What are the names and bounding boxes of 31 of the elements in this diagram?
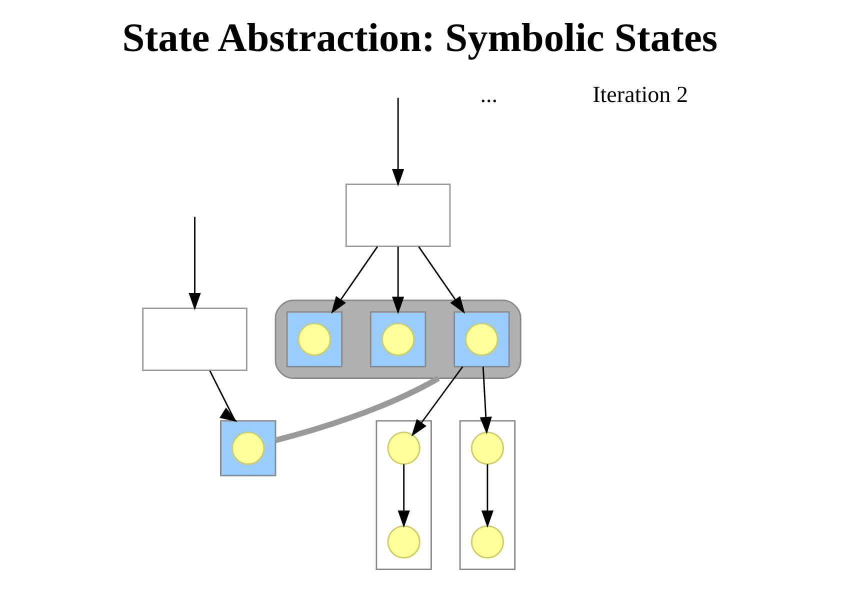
arrow	[330, 246, 378, 314]
node-circle	[386, 525, 420, 558]
label: Iteration 2	[592, 80, 688, 107]
arrow	[480, 464, 494, 528]
node-box	[344, 184, 450, 248]
arrow	[392, 246, 404, 314]
label: ...	[480, 80, 498, 107]
node-circle	[470, 525, 504, 558]
node-circle	[470, 432, 504, 465]
cluster	[274, 300, 521, 379]
cluster	[220, 420, 276, 476]
arrow	[418, 246, 465, 314]
arrow	[208, 370, 237, 422]
connector	[274, 376, 440, 444]
node-box	[142, 308, 247, 372]
node-circle	[231, 432, 264, 465]
arrow	[397, 464, 410, 528]
cluster	[286, 311, 342, 368]
cluster	[458, 420, 516, 570]
node-circle	[380, 322, 414, 356]
cluster	[369, 311, 426, 368]
node-circle	[386, 432, 420, 465]
cluster	[375, 420, 432, 570]
arrow	[410, 366, 463, 436]
arrow	[479, 366, 492, 434]
node-circle	[297, 322, 331, 356]
diagram-title: State Abstraction: Symbolic States	[122, 14, 718, 60]
node-circle	[464, 322, 498, 356]
arrow	[392, 98, 404, 186]
cluster	[453, 311, 510, 368]
arrow	[188, 216, 200, 310]
